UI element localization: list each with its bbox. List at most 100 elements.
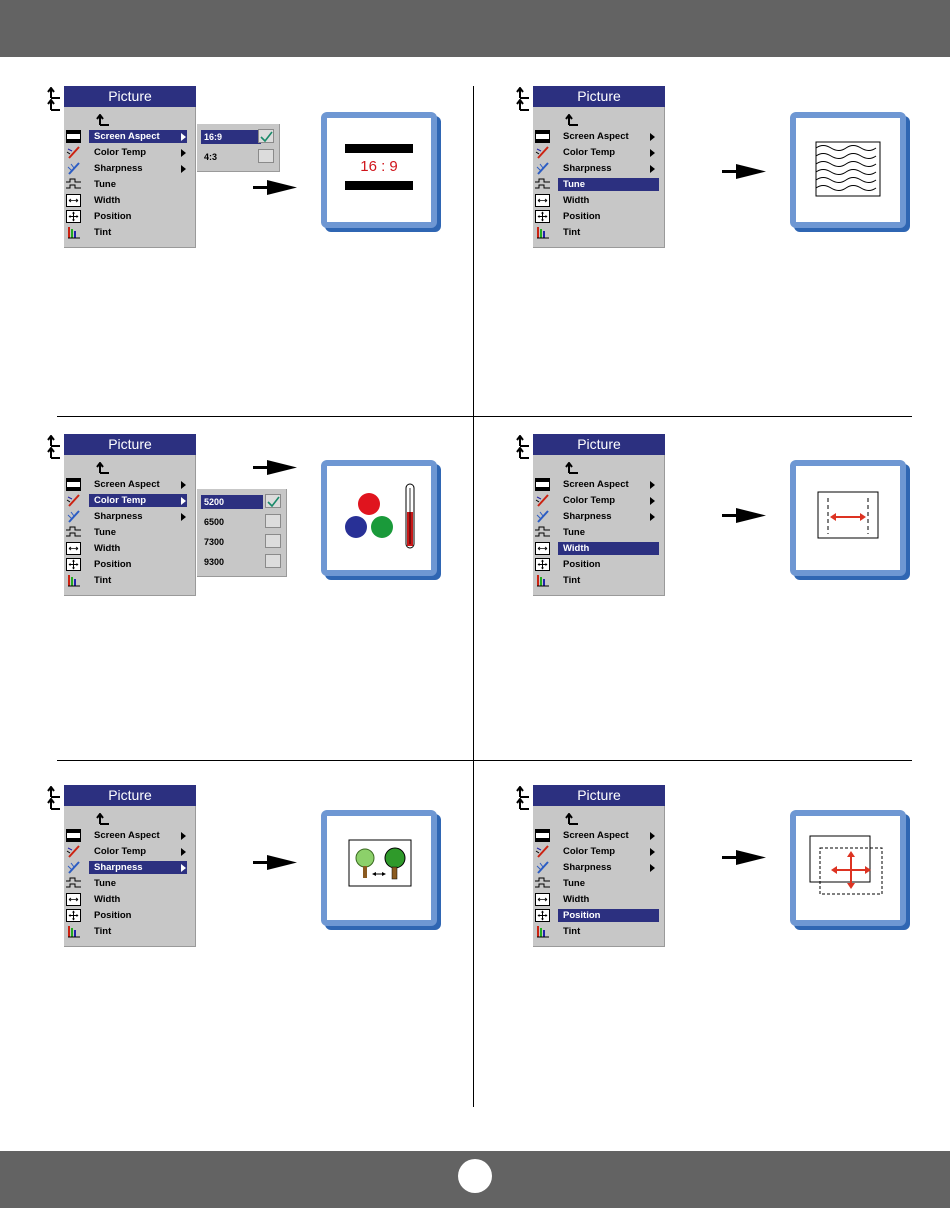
- submenu-option[interactable]: 4:3: [204, 152, 218, 162]
- submenu-arrow-icon: [650, 497, 655, 505]
- back-arrow-icon[interactable]: [96, 461, 110, 474]
- back-arrow-icon[interactable]: [516, 434, 530, 460]
- menu-item-screen-aspect[interactable]: Screen Aspect: [64, 478, 196, 492]
- menu-item-tint[interactable]: Tint: [64, 226, 196, 240]
- menu-item-width[interactable]: Width: [533, 893, 665, 907]
- submenu-option[interactable]: 7300: [204, 537, 225, 547]
- menu-item-screen-aspect[interactable]: Screen Aspect: [533, 478, 665, 492]
- menu-item-width[interactable]: Width: [533, 542, 665, 556]
- screen-aspect-icon: [535, 478, 550, 491]
- back-arrow-icon[interactable]: [516, 86, 530, 112]
- menu-item-sharpness[interactable]: Sharpness: [64, 861, 196, 875]
- column-divider: [473, 86, 474, 1107]
- menu-item-tint[interactable]: Tint: [64, 574, 196, 588]
- menu-item-tune[interactable]: Tune: [64, 178, 196, 192]
- menu-item-color-temp[interactable]: Color Temp: [64, 146, 196, 160]
- menu-item-position[interactable]: Position: [64, 909, 196, 923]
- menu-item-color-temp[interactable]: Color Temp: [533, 845, 665, 859]
- submenu-arrow-icon: [650, 149, 655, 157]
- back-arrow-icon[interactable]: [565, 812, 579, 825]
- menu-item-width[interactable]: Width: [64, 194, 196, 208]
- submenu-arrow-icon: [181, 497, 186, 505]
- tune-icon: [66, 526, 81, 539]
- menu-item-screen-aspect[interactable]: Screen Aspect: [533, 130, 665, 144]
- menu-item-sharpness[interactable]: Sharpness: [64, 162, 196, 176]
- option-checkbox[interactable]: [265, 534, 281, 548]
- menu-item-sharpness[interactable]: Sharpness: [64, 510, 196, 524]
- menu-item-sharpness[interactable]: Sharpness: [533, 162, 665, 176]
- menu-item-screen-aspect[interactable]: Screen Aspect: [64, 130, 196, 144]
- position-illustration: [790, 810, 912, 932]
- menu-item-tint[interactable]: Tint: [64, 925, 196, 939]
- menu-item-label: Width: [94, 894, 121, 905]
- back-arrow-icon[interactable]: [96, 113, 110, 126]
- submenu-option[interactable]: 6500: [204, 517, 225, 527]
- menu-item-width[interactable]: Width: [64, 542, 196, 556]
- back-arrow-icon[interactable]: [47, 86, 61, 112]
- menu-item-tune[interactable]: Tune: [64, 877, 196, 891]
- menu-item-color-temp[interactable]: Color Temp: [64, 845, 196, 859]
- menu-item-position[interactable]: Position: [533, 558, 665, 572]
- back-arrow-icon[interactable]: [565, 461, 579, 474]
- menu-item-color-temp[interactable]: Color Temp: [533, 494, 665, 508]
- submenu-arrow-icon: [181, 149, 186, 157]
- option-checkbox[interactable]: [265, 514, 281, 528]
- menu-item-sharpness[interactable]: Sharpness: [533, 510, 665, 524]
- menu-item-label: Position: [558, 909, 659, 922]
- back-arrow-icon[interactable]: [47, 785, 61, 811]
- menu-item-screen-aspect[interactable]: Screen Aspect: [64, 829, 196, 843]
- menu-item-screen-aspect[interactable]: Screen Aspect: [533, 829, 665, 843]
- tint-icon: [66, 226, 81, 239]
- menu-item-width[interactable]: Width: [533, 194, 665, 208]
- menu-item-label: Screen Aspect: [563, 479, 629, 490]
- back-arrow-icon[interactable]: [96, 812, 110, 825]
- menu-item-tune[interactable]: Tune: [64, 526, 196, 540]
- menu-item-position[interactable]: Position: [64, 558, 196, 572]
- color-temp-icon: [66, 146, 81, 159]
- position-icon: [535, 558, 550, 571]
- menu-item-sharpness[interactable]: Sharpness: [533, 861, 665, 875]
- screen-aspect-icon: [535, 130, 550, 143]
- right-arrow-icon: [253, 180, 297, 196]
- tune-icon: [535, 877, 550, 890]
- menu-item-label: Color Temp: [94, 147, 147, 158]
- menu-item-label: Color Temp: [563, 147, 616, 158]
- menu-item-position[interactable]: Position: [64, 210, 196, 224]
- menu-item-tint[interactable]: Tint: [533, 574, 665, 588]
- submenu-option[interactable]: 9300: [204, 557, 225, 567]
- menu-item-position[interactable]: Position: [533, 210, 665, 224]
- menu-item-tint[interactable]: Tint: [533, 925, 665, 939]
- menu-item-tune[interactable]: Tune: [533, 526, 665, 540]
- option-checkbox[interactable]: [258, 129, 274, 143]
- back-arrow-icon[interactable]: [516, 785, 530, 811]
- submenu-option[interactable]: 5200: [201, 495, 263, 509]
- menu-item-color-temp[interactable]: Color Temp: [533, 146, 665, 160]
- menu-item-color-temp[interactable]: Color Temp: [64, 494, 196, 508]
- menu-item-position[interactable]: Position: [533, 909, 665, 923]
- menu-title: Picture: [533, 434, 665, 455]
- back-arrow-icon[interactable]: [565, 113, 579, 126]
- menu-item-label: Position: [94, 211, 132, 222]
- menu-item-label: Tune: [558, 178, 659, 191]
- submenu-arrow-icon: [181, 481, 186, 489]
- menu-item-label: Position: [94, 910, 132, 921]
- tint-icon: [535, 226, 550, 239]
- option-checkbox[interactable]: [265, 554, 281, 568]
- option-checkbox[interactable]: [265, 494, 281, 508]
- menu-item-label: Sharpness: [563, 163, 612, 174]
- menu-item-tune[interactable]: Tune: [533, 178, 665, 192]
- menu-item-label: Tune: [94, 527, 116, 538]
- menu-item-tune[interactable]: Tune: [533, 877, 665, 891]
- option-checkbox[interactable]: [258, 149, 274, 163]
- menu-item-width[interactable]: Width: [64, 893, 196, 907]
- menu-item-label: Screen Aspect: [563, 830, 629, 841]
- sharpness-icon: [535, 861, 550, 874]
- menu-title: Picture: [64, 434, 196, 455]
- back-arrow-icon[interactable]: [47, 434, 61, 460]
- menu-item-tint[interactable]: Tint: [533, 226, 665, 240]
- submenu-option[interactable]: 16:9: [201, 130, 261, 144]
